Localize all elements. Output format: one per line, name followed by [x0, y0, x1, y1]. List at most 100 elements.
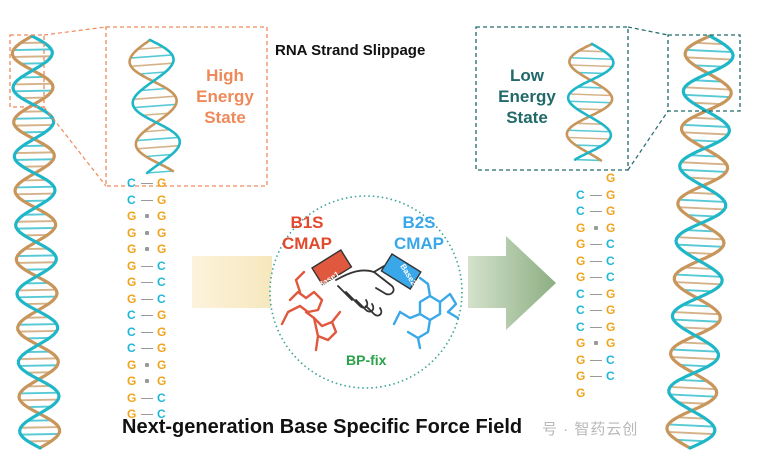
- base-letter: G: [157, 374, 167, 388]
- helix-rung: [16, 226, 55, 230]
- helix-rung: [18, 323, 57, 326]
- right-pair-row: G: [576, 170, 626, 187]
- base-letter: C: [127, 192, 136, 207]
- b1s-line1: B1S: [290, 213, 324, 232]
- base-letter: G: [606, 171, 616, 185]
- base-letter: G: [576, 385, 586, 400]
- base-letter: C: [606, 270, 615, 284]
- helix-rung: [17, 288, 56, 292]
- helix-rung: [19, 357, 58, 361]
- base-letter: G: [606, 187, 616, 202]
- high-energy-line2: Energy: [196, 87, 254, 106]
- helix-rung: [691, 116, 721, 121]
- watermark: 号 · 智药云创: [542, 421, 639, 438]
- base-letter: G: [576, 253, 586, 268]
- helix-rung: [16, 220, 55, 223]
- helix-rung: [667, 430, 714, 436]
- helix-rung: [671, 348, 718, 353]
- helix-rung: [685, 251, 714, 255]
- helix-rung: [139, 71, 166, 75]
- helix-rung: [20, 426, 59, 429]
- base-letter: G: [157, 357, 167, 372]
- helix-rung: [668, 423, 714, 428]
- base2-molecule: [392, 276, 460, 350]
- base-letter: G: [127, 275, 137, 289]
- helix-rung: [14, 117, 53, 120]
- helix-rung: [693, 79, 722, 83]
- helix-rung: [14, 123, 53, 127]
- helix-rung: [142, 112, 169, 117]
- helix-rung: [14, 89, 53, 93]
- helix-rung: [577, 86, 604, 89]
- base-letter: G: [576, 237, 586, 251]
- base-letter: G: [127, 258, 137, 273]
- helix-rung: [15, 158, 54, 161]
- high-energy-line1: High: [206, 66, 244, 85]
- helix-rung: [687, 214, 716, 218]
- helix-rung: [682, 123, 729, 128]
- base-letter: G: [576, 336, 586, 350]
- helix-rung: [679, 198, 725, 203]
- helix-backbone: [565, 42, 614, 162]
- helix-rung: [140, 87, 167, 92]
- helix-rung: [680, 161, 727, 166]
- base-letter: C: [576, 303, 585, 317]
- helix-rung: [673, 311, 720, 316]
- base-letter: C: [606, 253, 615, 268]
- helix-rung: [684, 266, 713, 270]
- helix-rung: [13, 55, 52, 58]
- base-letter: G: [606, 286, 616, 301]
- base-letter: G: [127, 209, 137, 223]
- base-letter: G: [606, 319, 616, 334]
- helix-rung: [680, 341, 710, 345]
- right-pair-row: G: [576, 385, 626, 402]
- helix-rung: [20, 432, 59, 436]
- base2-block: [380, 253, 422, 290]
- base-letter: C: [576, 286, 585, 301]
- helix-rung: [694, 64, 723, 68]
- helix-rung: [13, 48, 52, 52]
- base-letter: C: [127, 341, 136, 355]
- helix-rung: [134, 103, 176, 109]
- low-energy-line1: Low: [510, 66, 544, 85]
- base-letter: G: [606, 220, 616, 235]
- b2s-line2: CMAP: [393, 234, 445, 253]
- base-letter: G: [127, 225, 137, 240]
- base-letter: G: [127, 407, 137, 421]
- low-energy-line2: Energy: [498, 87, 556, 106]
- helix-rung: [19, 364, 58, 367]
- right-arrow: [468, 236, 556, 330]
- base-letter: G: [127, 357, 137, 372]
- b2s-cmap-label: B2S CMAP: [384, 212, 454, 254]
- base-letter: C: [157, 291, 166, 306]
- base-letter: C: [157, 407, 166, 421]
- right-rna-helix: [665, 34, 735, 450]
- base-letter: G: [157, 209, 167, 223]
- helix-rung: [678, 401, 707, 405]
- b2s-line1: B2S: [402, 213, 436, 232]
- helix-rung: [690, 154, 719, 158]
- helix-rung: [16, 192, 55, 196]
- helix-rung: [677, 416, 706, 420]
- helix-rung: [678, 206, 725, 211]
- helix-rung: [684, 86, 731, 91]
- helix-rung: [677, 236, 724, 241]
- base-letter: C: [576, 319, 585, 334]
- base-letter: G: [606, 204, 616, 218]
- helix-rung: [576, 108, 603, 111]
- helix-rung: [690, 139, 720, 143]
- b1s-line2: CMAP: [281, 234, 333, 253]
- helix-rung: [575, 144, 602, 147]
- helix-rung: [682, 131, 729, 136]
